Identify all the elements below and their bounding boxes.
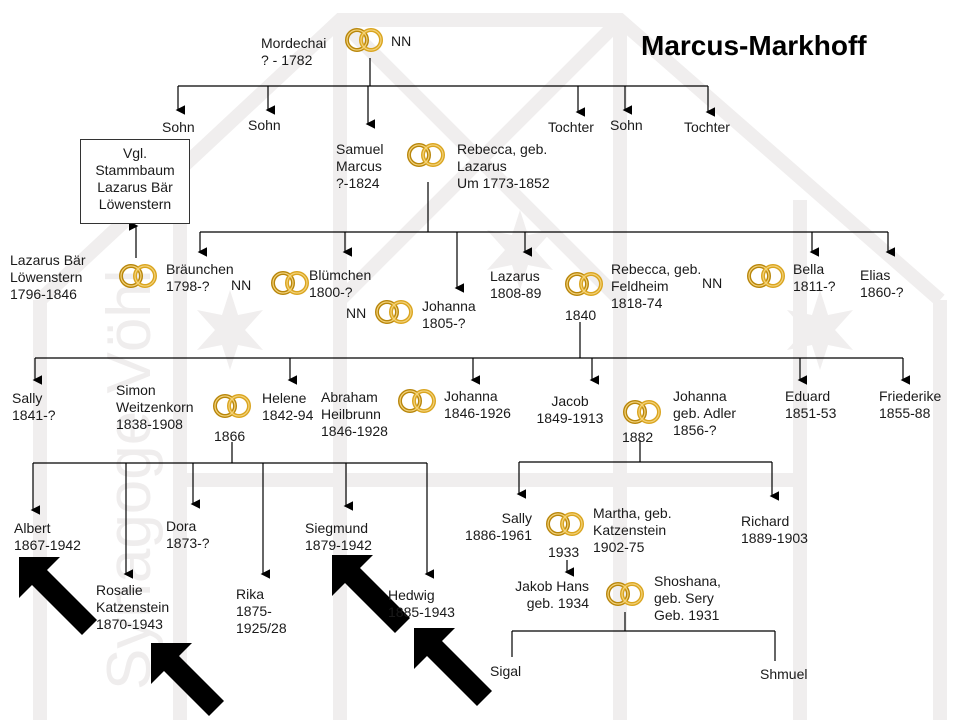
spouse-nn-johanna: NN	[346, 305, 367, 321]
person-helene: Helene 1842-94	[262, 390, 314, 423]
person-samuel: Samuel Marcus ?-1824	[336, 141, 384, 191]
watermark-text: Synagoge Vöhl	[95, 269, 164, 690]
rings-icon	[271, 271, 309, 295]
person-shmuel: Shmuel	[760, 666, 808, 682]
person-simon: Simon Weitzenkorn 1838-1908	[116, 382, 194, 432]
rings-icon	[747, 264, 785, 288]
rings-icon	[623, 400, 661, 424]
rings-icon	[119, 264, 157, 288]
person-braeunchen: Bräunchen 1798-?	[166, 261, 234, 294]
person-jakob-hans: Jakob Hans geb. 1934	[515, 578, 589, 611]
person-rebecca-lazarus: Rebecca, geb. Lazarus Um 1773-1852	[457, 141, 550, 191]
rings-icon	[546, 512, 584, 536]
person-eduard: Eduard 1851-53	[785, 388, 837, 421]
child-sohn-2: Sohn	[248, 117, 281, 133]
person-lazarus-baer: Lazarus Bär Löwenstern 1796-1846	[10, 252, 86, 302]
person-sally-1841: Sally 1841-?	[12, 390, 56, 423]
person-albert: Albert 1867-1942	[14, 520, 81, 553]
page-title: Marcus-Markhoff	[641, 30, 867, 61]
spouse-nn-top: NN	[391, 33, 412, 49]
person-hedwig: Hedwig 1885-1943	[388, 587, 455, 620]
rings-icon	[565, 272, 603, 296]
person-elias: Elias 1860-?	[860, 267, 904, 300]
person-siegmund: Siegmund 1879-1942	[305, 520, 372, 553]
rings-icon	[398, 389, 436, 413]
rings-icon	[606, 582, 644, 606]
arrow-albert	[19, 557, 97, 635]
child-sohn-1: Sohn	[162, 119, 195, 135]
marriage-year-1933: 1933	[548, 544, 580, 560]
rings-icon	[375, 300, 413, 324]
person-johanna-adler: Johanna geb. Adler 1856-?	[673, 388, 737, 438]
arrow-siegmund	[332, 555, 410, 633]
person-friederike: Friederike 1855-88	[879, 388, 942, 421]
person-mordechai: Mordechai ? - 1782	[261, 35, 327, 68]
person-shoshana: Shoshana, geb. Sery Geb. 1931	[654, 573, 721, 623]
person-abraham: Abraham Heilbrunn 1846-1928	[321, 389, 388, 439]
person-rosalie: Rosalie Katzenstein 1870-1943	[96, 582, 170, 632]
person-sally-1886: Sally 1886-1961	[465, 510, 532, 543]
child-tochter-1: Tochter	[548, 119, 594, 135]
person-bella: Bella 1811-?	[793, 261, 836, 294]
person-martha: Martha, geb. Katzenstein 1902-75	[593, 505, 672, 555]
person-rebecca-feldheim: Rebecca, geb. Feldheim 1818-74	[611, 261, 702, 311]
arrow-hedwig	[414, 628, 492, 706]
person-bluemchen: Blümchen 1800-?	[309, 267, 372, 300]
person-dora: Dora 1873-?	[166, 518, 210, 551]
rings-icon	[213, 394, 251, 418]
marriage-year-1866: 1866	[214, 428, 246, 444]
reference-box: Vgl. Stammbaum Lazarus Bär Löwenstern	[80, 139, 190, 224]
person-richard: Richard 1889-1903	[741, 513, 808, 546]
rings-icon	[345, 28, 383, 52]
spouse-nn-rebecca: NN	[702, 275, 723, 291]
child-tochter-2: Tochter	[684, 119, 730, 135]
person-jacob: Jacob 1849-1913	[536, 393, 604, 426]
person-johanna-1846: Johanna 1846-1926	[444, 388, 511, 421]
person-sigal: Sigal	[490, 663, 522, 679]
rings-icon	[407, 143, 445, 167]
spouse-nn-braeunchen: NN	[231, 277, 252, 293]
arrow-rosalie	[151, 643, 224, 716]
person-rika: Rika 1875- 1925/28	[236, 586, 287, 636]
person-lazarus-1808: Lazarus 1808-89	[490, 268, 542, 301]
marriage-year-1840: 1840	[565, 307, 597, 323]
marriage-year-1882: 1882	[622, 429, 654, 445]
child-sohn-3: Sohn	[610, 117, 643, 133]
reference-box-text: Vgl. Stammbaum Lazarus Bär Löwenstern	[95, 145, 175, 212]
person-johanna-1805: Johanna 1805-?	[422, 298, 476, 331]
